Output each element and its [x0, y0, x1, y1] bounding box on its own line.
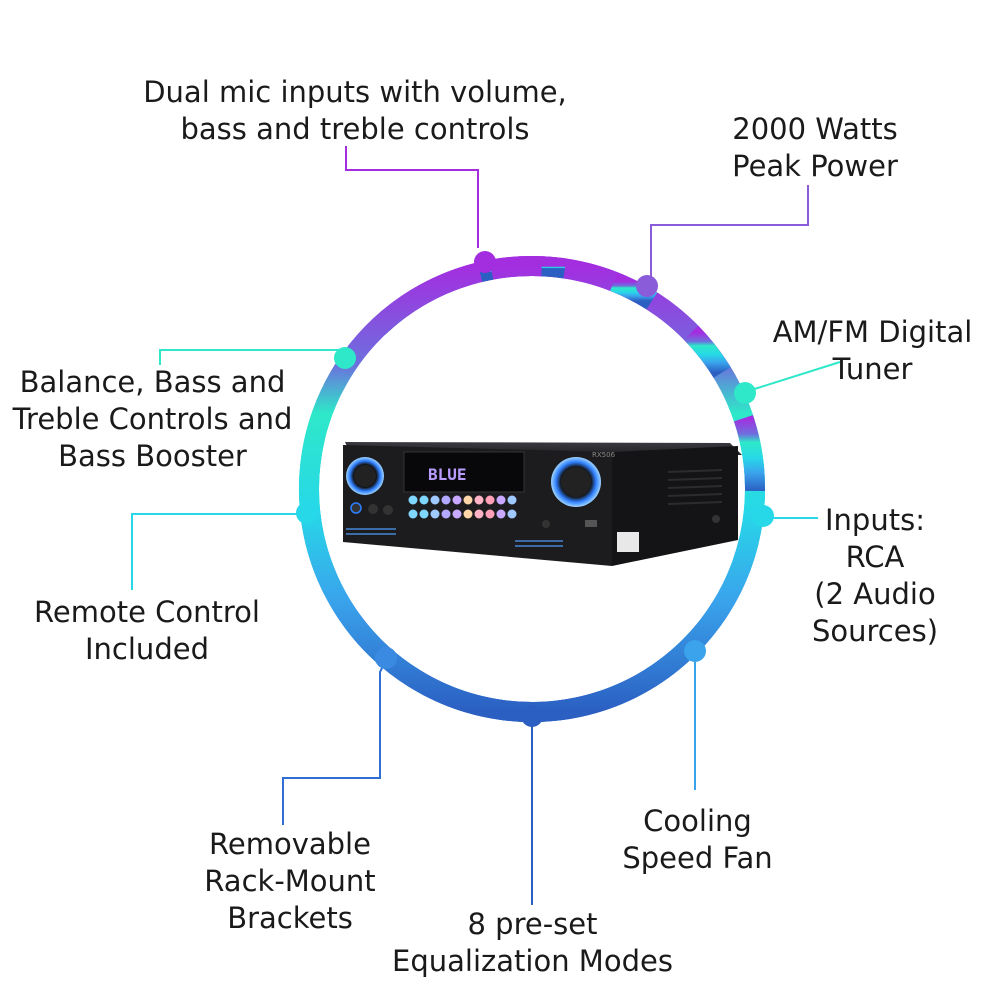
device-display-text: BLUE: [428, 465, 467, 484]
label-tuner-line-2: Tuner: [832, 352, 913, 386]
panel-button: [507, 495, 517, 505]
connector-peak-power: [650, 185, 809, 280]
marker-remote: [296, 502, 318, 524]
panel-button: [474, 509, 484, 519]
ring-markers: [296, 251, 774, 727]
panel-button: [463, 495, 473, 505]
ring-segment: [733, 415, 765, 492]
label-peak-power: 2000 Watts Peak Power: [715, 111, 915, 185]
marker-eq-modes: [521, 705, 543, 727]
label-balance-bass: Balance, Bass and Treble Controls and Ba…: [0, 364, 305, 475]
left-knob-center: [354, 465, 376, 487]
mic-jack-1: [350, 502, 362, 514]
device-model-label: RX506: [592, 451, 616, 459]
right-knob-center: [561, 467, 591, 497]
label-inputs-line-1: Inputs:: [825, 503, 925, 537]
ring-segment: [541, 256, 567, 279]
label-cooling-fan: Cooling Speed Fan: [605, 803, 790, 877]
ring-segment: [299, 256, 765, 722]
connector-tuner: [744, 361, 841, 393]
panel-button: [452, 495, 462, 505]
label-tuner: AM/FM Digital Tuner: [760, 314, 985, 388]
label-peak-power-line-1: 2000 Watts: [732, 112, 898, 146]
panel-button: [419, 509, 429, 519]
marker-rack-brackets: [375, 647, 397, 669]
device-sticker: [617, 532, 639, 552]
connector-mic-inputs: [345, 146, 479, 248]
label-tuner-line-1: AM/FM Digital: [772, 315, 973, 349]
panel-button: [474, 495, 484, 505]
amplifier-receiver-image: BLUE RX506: [343, 442, 742, 566]
panel-button: [496, 495, 506, 505]
usb-port: [585, 520, 597, 527]
label-remote: Remote Control Included: [22, 594, 272, 668]
aux-jack: [542, 520, 550, 528]
connector-balance-bass: [159, 349, 346, 365]
mic-jack-3: [383, 505, 393, 515]
label-eq-modes-line-1: 8 pre-set: [467, 907, 598, 941]
panel-button: [463, 509, 473, 519]
label-balance-bass-line-1: Balance, Bass and: [19, 365, 286, 399]
mic-jack-2: [368, 504, 378, 514]
label-rack-brackets-line-3: Brackets: [227, 901, 353, 935]
panel-button: [485, 495, 495, 505]
label-eq-modes: 8 pre-set Equalization Modes: [375, 906, 690, 980]
label-mic-inputs-line-2: bass and treble controls: [180, 112, 530, 146]
label-mic-inputs: Dual mic inputs with volume, bass and tr…: [135, 74, 575, 148]
marker-peak-power: [636, 275, 658, 297]
label-rack-brackets-line-2: Rack-Mount: [204, 864, 376, 898]
label-inputs-line-4: Sources): [811, 614, 939, 648]
label-mic-inputs-line-1: Dual mic inputs with volume,: [143, 75, 567, 109]
marker-cooling-fan: [684, 640, 706, 662]
power-indicator: [712, 515, 720, 523]
panel-button: [485, 509, 495, 519]
panel-button: [408, 509, 418, 519]
label-rack-brackets-line-1: Removable: [209, 827, 371, 861]
connector-rack-brackets: [282, 659, 387, 825]
panel-button: [419, 495, 429, 505]
label-remote-line-1: Remote Control: [34, 595, 260, 629]
label-balance-bass-line-2: Treble Controls and: [12, 402, 293, 436]
marker-tuner: [734, 382, 756, 404]
label-inputs-line-2: RCA: [845, 540, 905, 574]
side-vents: [667, 469, 723, 505]
label-remote-line-2: Included: [85, 632, 209, 666]
label-cooling-fan-line-2: Speed Fan: [622, 841, 773, 875]
panel-button: [507, 509, 517, 519]
panel-button: [430, 495, 440, 505]
label-balance-bass-line-3: Bass Booster: [58, 439, 247, 473]
connector-remote: [131, 513, 305, 590]
ring-segment: [683, 325, 731, 378]
panel-print: [346, 528, 563, 547]
marker-inputs: [752, 505, 774, 527]
panel-button: [452, 509, 462, 519]
label-eq-modes-line-2: Equalization Modes: [392, 944, 673, 978]
panel-button: [441, 509, 451, 519]
panel-button: [430, 509, 440, 519]
panel-button: [408, 495, 418, 505]
label-rack-brackets: Removable Rack-Mount Brackets: [185, 826, 395, 937]
eq-button-grid: [408, 495, 517, 519]
label-inputs-line-3: (2 Audio: [814, 577, 936, 611]
device-side-panel: [612, 446, 738, 566]
device-display: [403, 451, 525, 493]
label-inputs: Inputs: RCA (2 Audio Sources): [800, 502, 950, 650]
label-cooling-fan-line-1: Cooling: [643, 804, 752, 838]
label-peak-power-line-2: Peak Power: [732, 149, 898, 183]
ring-segment: [609, 272, 658, 310]
panel-button: [496, 509, 506, 519]
marker-mic-inputs: [474, 251, 496, 273]
panel-button: [441, 495, 451, 505]
marker-balance-bass: [334, 347, 356, 369]
